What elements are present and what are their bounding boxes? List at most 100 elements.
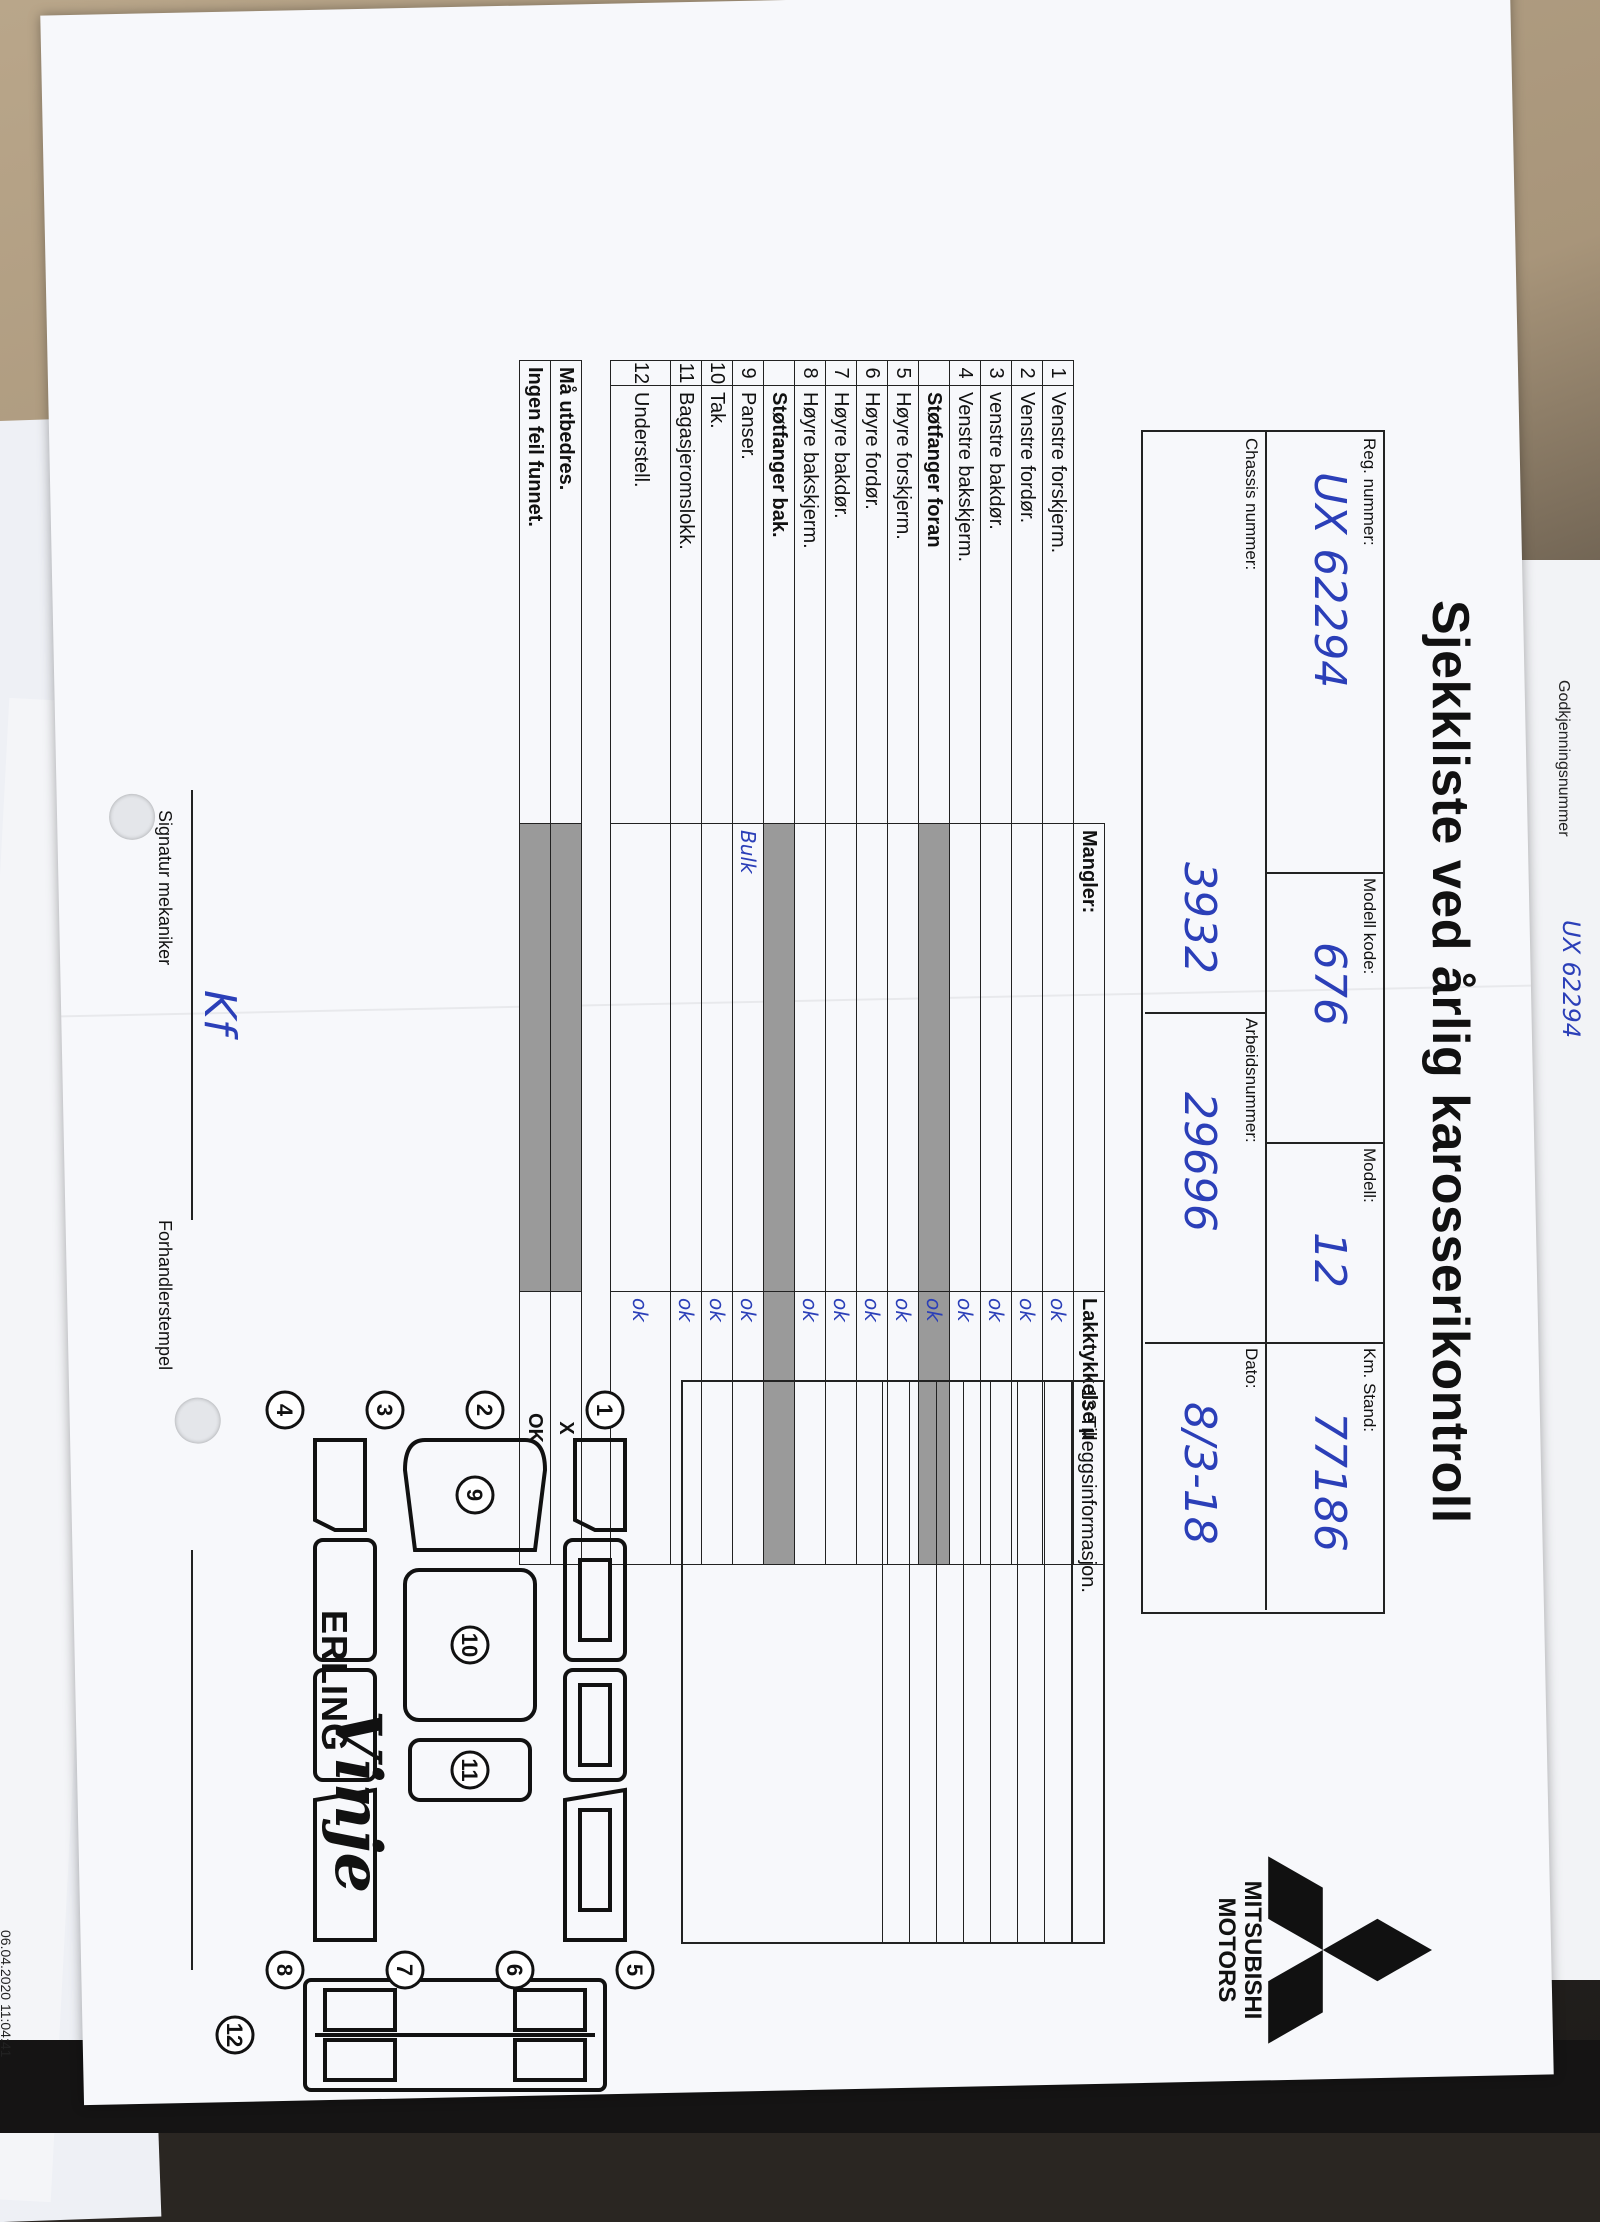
model-code-cell: Modell kode: 676	[1265, 872, 1383, 1144]
info-line[interactable]	[882, 1382, 909, 1942]
diagram-label-9: 9	[462, 1489, 487, 1501]
info-line[interactable]	[936, 1382, 963, 1942]
row-mangler[interactable]	[1042, 823, 1074, 1292]
row-mangler[interactable]	[980, 823, 1012, 1292]
info-line[interactable]	[1017, 1382, 1044, 1942]
row-number: 12	[610, 360, 671, 386]
row-mangler[interactable]	[1011, 823, 1043, 1292]
underbody-part	[513, 2038, 587, 2082]
mitsubishi-logo-text: MITSUBISHI MOTORS	[1213, 1835, 1266, 2065]
diagram-marker-9	[455, 1475, 495, 1515]
row-label: Tak.	[701, 385, 733, 824]
additional-info-number: 13	[1077, 1388, 1099, 1411]
row-mangler[interactable]: Bulk	[732, 823, 764, 1292]
info-line[interactable]	[990, 1382, 1017, 1942]
model-cell: Modell: 12	[1265, 1142, 1383, 1344]
row-label: Venstre forskjerm.	[1042, 385, 1074, 824]
km-value: 77186	[1304, 1412, 1355, 1552]
chassis-cell: Chassis nummer: 3932	[1145, 432, 1265, 1014]
diagram-label-11: 11	[457, 1758, 482, 1781]
diagram-marker-5	[615, 1950, 655, 1990]
row-number	[918, 360, 950, 386]
diagram-marker-10	[450, 1625, 490, 1665]
diagram-marker-7	[385, 1950, 425, 1990]
diagram-marker-6	[495, 1950, 535, 1990]
panel-right-rear-door	[313, 1668, 377, 1782]
panel-right-rear-fender	[313, 1787, 377, 1942]
row-number: 10	[701, 360, 733, 386]
row-mangler[interactable]	[825, 823, 857, 1292]
row-number: 6	[856, 360, 888, 386]
diagram-marker-4	[265, 1390, 305, 1430]
row-label: Støtfanger bak.	[763, 385, 795, 824]
diagram-marker-1	[585, 1390, 625, 1430]
panel-left-rear-window	[578, 1683, 612, 1767]
panel-left-front-fender	[573, 1438, 627, 1532]
panel-left-front-window	[578, 1558, 612, 1642]
diagram-marker-12	[215, 2015, 255, 2055]
underbody-part	[323, 1988, 397, 2032]
panel-right-front-door	[313, 1538, 377, 1662]
diagram-marker-2	[465, 1390, 505, 1430]
row-label: Panser.	[732, 385, 764, 824]
panel-right-front-fender	[313, 1438, 367, 1532]
panel-left-rear-door	[563, 1668, 627, 1782]
info-line[interactable]	[1044, 1382, 1071, 1942]
row-mangler[interactable]	[856, 823, 888, 1292]
model-label: Modell:	[1360, 1148, 1379, 1203]
mitsubishi-logo-icon	[1268, 1856, 1432, 2044]
background-reg-number: UX 62294	[1557, 920, 1585, 1038]
panel-hood	[402, 1438, 548, 1552]
photo-timestamp: 06.04.2020 11:04:41	[0, 1930, 14, 2058]
mechanic-signature-label: Signatur mekaniker	[155, 810, 175, 966]
summary-label: Ingen feil funnet.	[519, 360, 551, 824]
row-mangler[interactable]	[794, 823, 826, 1292]
row-number: 2	[1011, 360, 1043, 386]
panel-roof	[403, 1568, 537, 1722]
row-mangler[interactable]	[610, 823, 671, 1292]
model-value: 12	[1304, 1232, 1355, 1288]
work-number-value: 29696	[1174, 1092, 1225, 1232]
row-mangler[interactable]	[949, 823, 981, 1292]
diagram-label-1: 1	[592, 1404, 617, 1416]
additional-info-label: Tilleggsinformasjon.	[1077, 1415, 1099, 1593]
row-mangler[interactable]	[701, 823, 733, 1292]
row-label: Bagasjeromslokk.	[670, 385, 702, 824]
row-label: Høyre forskjerm.	[887, 385, 919, 824]
underbody-part	[323, 2038, 397, 2082]
info-line[interactable]	[963, 1382, 990, 1942]
diagram-label-8: 8	[272, 1964, 297, 1976]
diagram-label-12: 12	[222, 2023, 247, 2047]
summary-shaded-cell	[519, 823, 551, 1292]
logo-line-2: MOTORS	[1213, 1897, 1240, 2003]
row-mangler[interactable]	[887, 823, 919, 1292]
mangler-header: Mangler:	[1073, 823, 1105, 1292]
car-body-diagram: 1 2 3 4 5 6 7 8 9 10 11 12	[215, 1390, 655, 2092]
reg-number-cell: Reg. nummer: UX 62294	[1265, 432, 1383, 874]
diagram-label-5: 5	[622, 1964, 647, 1976]
panel-left-front-door	[563, 1538, 627, 1662]
row-mangler[interactable]	[763, 823, 795, 1292]
background-approval-label: Godkjenningsnummer	[1555, 680, 1572, 837]
dealer-stamp-line[interactable]	[191, 1550, 193, 1970]
diagram-marker-8	[265, 1950, 305, 1990]
mechanic-signature-line[interactable]	[191, 790, 193, 1220]
work-number-cell: Arbeidsnummer: 29696	[1145, 1012, 1265, 1344]
dealer-logo-script: Vinje	[320, 1710, 395, 1894]
info-line[interactable]	[909, 1382, 936, 1942]
km-cell: Km. Stand: 77186	[1265, 1342, 1383, 1610]
header-num-cell	[1074, 361, 1105, 386]
row-label: Venstre fordør.	[1011, 385, 1043, 824]
underbody-part	[513, 1988, 587, 2032]
row-mangler[interactable]	[918, 823, 950, 1292]
work-number-label: Arbeidsnummer:	[1242, 1018, 1261, 1143]
diagram-label-6: 6	[502, 1964, 527, 1976]
summary-shaded-cell	[550, 823, 582, 1292]
diagram-label-3: 3	[372, 1404, 397, 1416]
model-code-label: Modell kode:	[1360, 878, 1379, 975]
chassis-value: 3932	[1174, 862, 1225, 974]
row-number: 8	[794, 360, 826, 386]
row-mangler[interactable]	[670, 823, 702, 1292]
panel-underbody	[303, 1978, 607, 2092]
row-label: Understell.	[610, 385, 671, 824]
